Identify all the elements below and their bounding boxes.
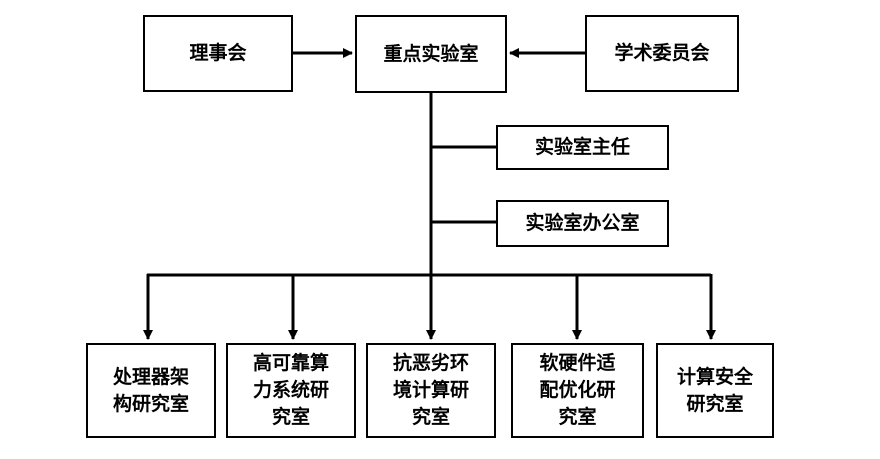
node-security-lab: 计算安全研究室 — [656, 343, 774, 438]
node-council: 理事会 — [143, 15, 293, 92]
node-hw-sw-lab: 软硬件适配优化研究室 — [511, 343, 644, 438]
node-hostile-env-lab: 抗恶劣环境计算研究室 — [366, 343, 496, 438]
node-lab-director: 实验室主任 — [496, 125, 669, 170]
node-key-lab: 重点实验室 — [355, 15, 507, 93]
node-reliability-lab: 高可靠算力系统研究室 — [226, 343, 356, 438]
node-processor-lab: 处理器架构研究室 — [86, 343, 216, 438]
node-academic-committee: 学术委员会 — [585, 15, 739, 92]
node-lab-office: 实验室办公室 — [496, 200, 669, 247]
